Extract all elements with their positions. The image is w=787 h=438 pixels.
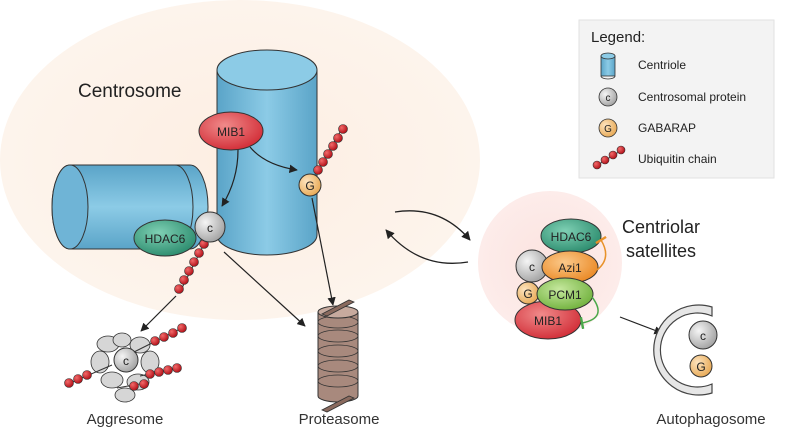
autophagosome-membrane: [653, 304, 713, 396]
proteasome-label: Proteasome: [299, 411, 380, 428]
satellite-c-glyph: c: [529, 260, 535, 274]
arrow-to-aggresome: [140, 295, 177, 332]
centrosomal-protein-centrosome: [194, 211, 226, 243]
arrow-to-autophagosome: [619, 316, 663, 335]
inhibition-pcm1-mib1: [579, 296, 599, 330]
legend-item-ubiquitin-chain: Ubiquitin chain: [638, 152, 717, 166]
aggresome-c-glyph: c: [123, 354, 129, 368]
centriole-vertical: [216, 49, 318, 256]
legend-ubiquitin-chain-icon: [592, 145, 626, 170]
autophagosome-c-glyph: c: [700, 329, 706, 343]
legend-g-glyph: G: [604, 124, 612, 135]
legend-item-gabarap: GABARAP: [638, 121, 696, 135]
satellite-g-glyph: G: [523, 287, 532, 301]
aggresome-label: Aggresome: [87, 411, 164, 428]
hdac6-label: HDAC6: [145, 232, 186, 246]
satellites-label-line1: Centriolar: [622, 217, 700, 237]
proteasome-barrel: [317, 299, 359, 413]
ubiquitin-chain-upper: [312, 124, 348, 179]
hdac6-centrosome: [133, 219, 197, 257]
gabarap-centrosome: [298, 173, 322, 197]
autophagosome-c: [688, 320, 718, 350]
legend-gabarap-icon: [598, 118, 618, 138]
pcm1-satellite: [536, 277, 594, 311]
legend-item-centriole: Centriole: [638, 58, 686, 72]
arrow-centrosome-to-satellites: [394, 210, 471, 241]
autophagosome-g-glyph: G: [696, 360, 705, 374]
legend-centrosomal-protein-icon: [598, 87, 618, 107]
mib1-centrosome: [198, 111, 264, 151]
arrow-g-to-proteasome: [311, 197, 336, 306]
satellites-label-line2: satellites: [626, 241, 696, 261]
legend-box: Legend: Centriole c Centrosomal protein …: [578, 19, 775, 179]
c-glyph: c: [207, 221, 213, 235]
autophagosome-g: [689, 354, 713, 378]
centrosome-label: Centrosome: [78, 81, 182, 102]
satellite-mib1-label: MIB1: [534, 314, 562, 328]
pcm1-label: PCM1: [548, 288, 582, 302]
autophagosome-label: Autophagosome: [656, 411, 765, 428]
legend-c-glyph: c: [606, 93, 611, 104]
azi1-label: Azi1: [558, 261, 582, 275]
arrow-mib1-to-g: [249, 146, 298, 173]
mib1-label: MIB1: [217, 125, 245, 139]
arrow-satellites-to-centrosome: [385, 229, 469, 264]
aggresome-cluster: c: [64, 323, 187, 403]
arrow-c-to-proteasome: [223, 251, 306, 327]
satellite-hdac6-label: HDAC6: [551, 230, 592, 244]
ubiquitin-chain-lower: [174, 239, 209, 294]
legend-item-centrosomal-protein: Centrosomal protein: [638, 90, 746, 104]
legend-title: Legend:: [591, 29, 645, 46]
legend-centriole-icon: [600, 52, 616, 80]
inhibition-azi1-hdac6: [595, 235, 607, 271]
arrow-mib1-to-c: [221, 149, 239, 207]
gabarap-glyph: G: [305, 179, 314, 193]
